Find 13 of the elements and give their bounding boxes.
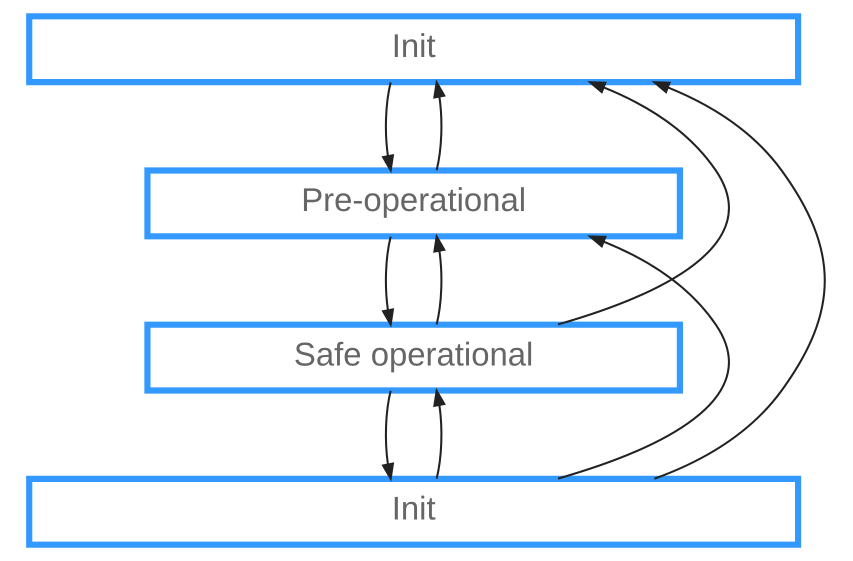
arrow [380,236,394,328]
arrow [432,79,446,171]
arrow [432,234,446,325]
arrow [432,388,446,479]
arrow [380,82,394,174]
arrow [557,235,730,480]
node-box: Safe operational [144,322,682,394]
node-box: Init [26,13,801,86]
arrow [380,390,394,482]
node-box: Pre-operational [144,167,682,240]
node-box: Init [26,476,801,548]
arrow [650,81,826,480]
arrow [557,81,730,326]
